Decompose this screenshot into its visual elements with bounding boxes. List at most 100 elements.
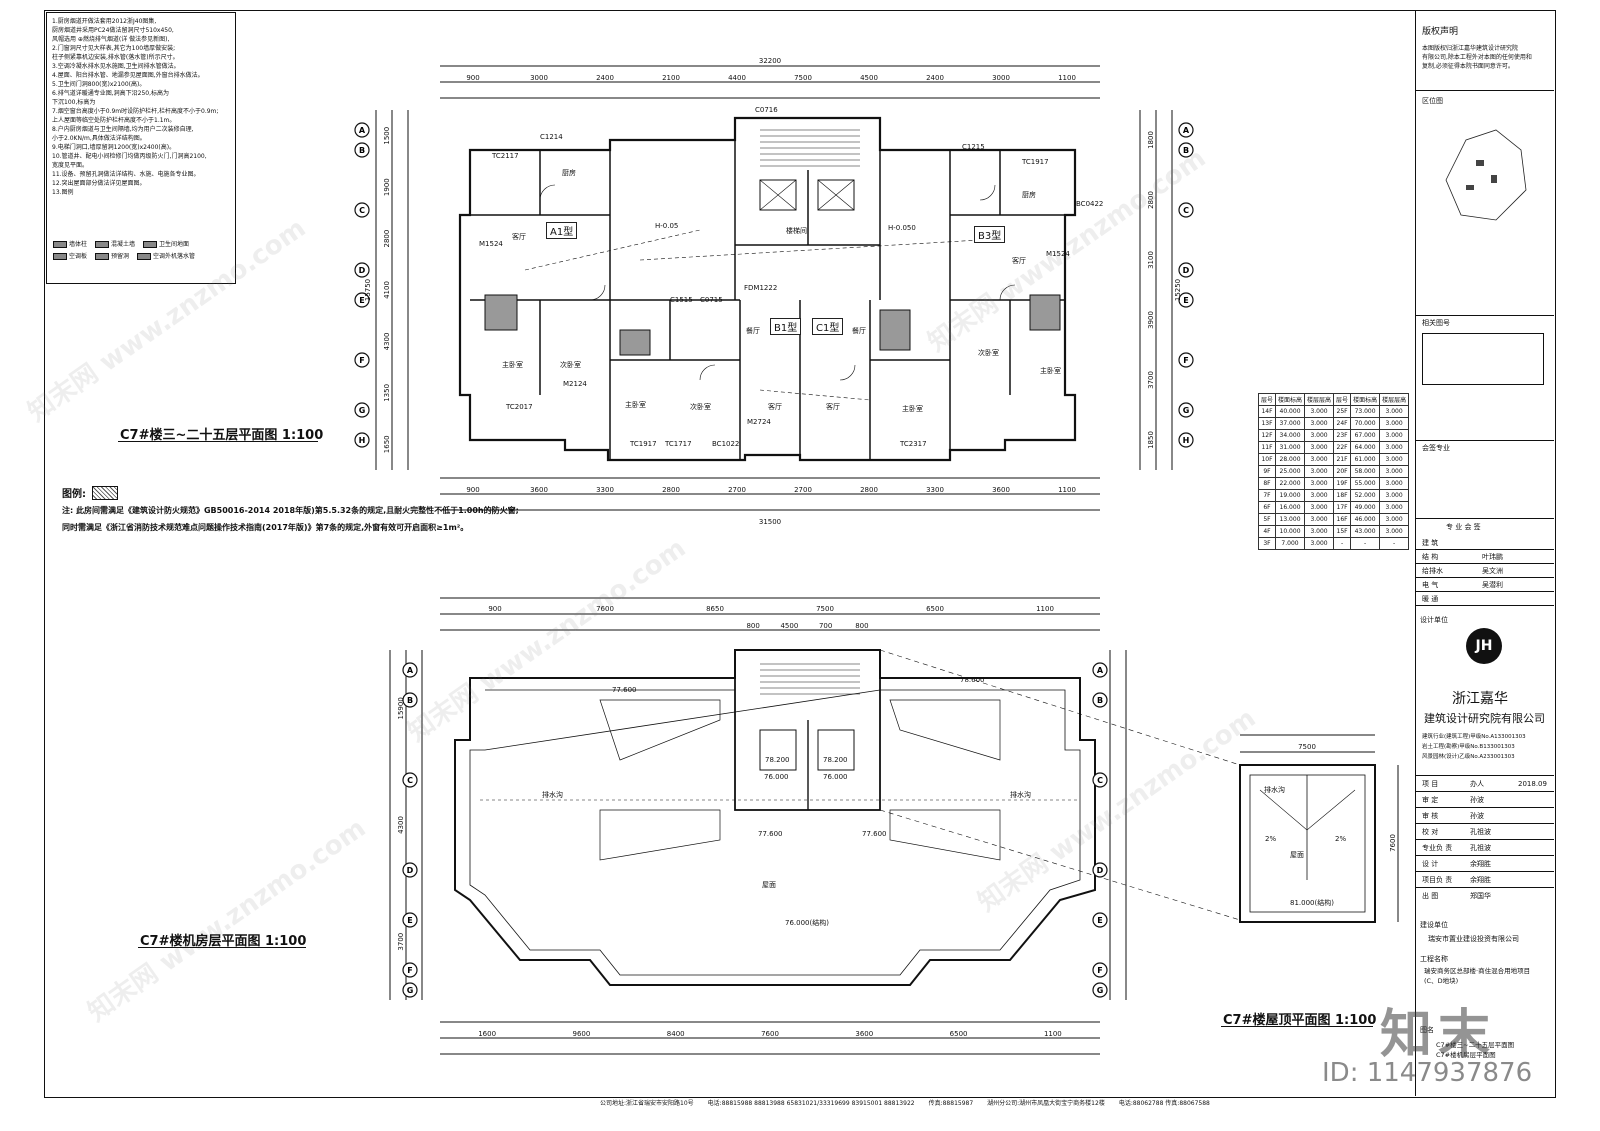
level-cell: 58.000 [1350, 465, 1381, 478]
grid-bubble [402, 962, 418, 978]
copyright-line: 有限公司,除本工程外对本图的任何使用和 [1422, 54, 1532, 61]
level-header: 楼面标高 [1350, 393, 1381, 406]
grid-bubble [1092, 662, 1108, 678]
dimension-label: 3700 [397, 933, 405, 951]
level-cell: 3.000 [1304, 525, 1335, 538]
grid-bubble-label: H [1183, 436, 1190, 445]
elevation-tag: 81.000(结构) [1290, 899, 1334, 907]
elevation-tag: 77.600 [758, 830, 783, 838]
grid-bubble-label: A [359, 126, 366, 135]
note-line: 宽度见平面。 [52, 162, 89, 169]
window-tag: TC2317 [900, 440, 927, 448]
footer-address: 公司地址:浙江省瑞安市安阳路10号 [600, 1100, 694, 1107]
dimension-label: 2400 [596, 74, 614, 82]
dimension-label: 900 [488, 605, 501, 613]
title-underline [138, 947, 306, 948]
note-line: 10.管道井、配电小间检修门均做丙级防火门,门洞高2100, [52, 153, 207, 160]
copyright-heading: 版权声明 [1422, 27, 1459, 37]
level-cell: 3.000 [1304, 429, 1335, 442]
dimension-label: 800 [855, 622, 868, 630]
grid-bubble-label: H [359, 436, 366, 445]
title-underline [118, 441, 318, 442]
dimension-label: 700 [819, 622, 832, 630]
level-cell: 6F [1257, 501, 1277, 514]
grid-bubble-label: D [1183, 266, 1190, 275]
dimension-label: 6500 [950, 1030, 968, 1038]
dimension-label: 3000 [992, 74, 1010, 82]
level-cell: 3.000 [1379, 405, 1410, 418]
level-header: 楼层层高 [1379, 393, 1410, 406]
certificate-line: 岩土工程(勘察)甲级No.B133001303 [1422, 744, 1515, 750]
dimension-label: 31500 [759, 518, 781, 526]
dimension-label: 1850 [1147, 431, 1155, 449]
dimension-label: 15250 [1174, 279, 1182, 301]
signature-role: 项目负 责 [1422, 875, 1453, 884]
countersign-name: 吴文洲 [1482, 566, 1503, 575]
elevation-tag: 76.000(结构) [785, 919, 829, 927]
room-label: 屋面 [762, 881, 776, 889]
level-cell: 13F [1257, 417, 1277, 430]
elevation-tag: 78.200 [823, 756, 848, 764]
dimension-label: 7500 [816, 605, 834, 613]
project-line: (C、D地块) [1424, 977, 1459, 985]
level-cell: 7.000 [1275, 537, 1306, 550]
room-label: 主卧室 [1040, 367, 1061, 375]
elevation-tag: H-0.050 [888, 224, 916, 232]
signature-role: 出 图 [1422, 891, 1439, 900]
signature-date: 2018.09 [1518, 779, 1547, 788]
dimension-label: 3600 [855, 1030, 873, 1038]
countersign-name: 吴潜利 [1482, 580, 1503, 589]
window-tag: C1515 [670, 296, 693, 304]
note-line: 11.设备、预留孔洞做法详结构、水施、电施各专业图。 [52, 171, 200, 178]
elevation-tag: H-0.05 [655, 222, 679, 230]
dimension-label: 15900 [397, 697, 405, 719]
dimension-label: 6500 [926, 605, 944, 613]
level-cell: 34.000 [1275, 429, 1306, 442]
signature-row: 审 核孙波 [1416, 807, 1554, 823]
level-cell: 3.000 [1379, 477, 1410, 490]
grid-bubble-label: C [359, 206, 365, 215]
dimension-label: 4100 [383, 281, 391, 299]
notes-list: 1.厨房烟道开做法套用2012浙J40图集, 厨房烟道井采用PC24做法留洞尺寸… [52, 17, 218, 197]
legend-item: 混凝土墙 [95, 240, 135, 249]
grid-bubble-label: D [1097, 866, 1104, 875]
room-label: 次卧室 [978, 349, 999, 357]
dimension-label: 3700 [1147, 371, 1155, 389]
grid-bubble [1178, 202, 1194, 218]
window-tag: M1524 [479, 240, 503, 248]
level-cell: 3.000 [1304, 453, 1335, 466]
level-cell: 55.000 [1350, 477, 1381, 490]
level-cell: 19F [1333, 477, 1352, 490]
note-line: 6.排气道详暖通专业图,洞高下沿250,标高为 [52, 90, 169, 97]
dimension-label: 4500 [860, 74, 878, 82]
level-header: 楼面标高 [1275, 393, 1306, 406]
level-cell: 24F [1333, 417, 1352, 430]
legend-note: 图例: 注: 此房间需满足《建筑设计防火规范》GB50016-2014 2018… [62, 485, 519, 533]
client-name: 瑞安市置业建设投资有限公司 [1428, 935, 1519, 943]
grid-bubble [354, 432, 370, 448]
level-cell: 3.000 [1304, 477, 1335, 490]
dimension-label: 1600 [478, 1030, 496, 1038]
room-label: 主卧室 [502, 361, 523, 369]
window-tag: TC1917 [1022, 158, 1049, 166]
level-cell: 25F [1333, 405, 1352, 418]
grid-bubble [1178, 402, 1194, 418]
certificate-line: 风景园林(设计)乙级No.A233001303 [1422, 754, 1515, 760]
window-tag: TC1717 [665, 440, 692, 448]
grid-bubble-label: G [1097, 986, 1104, 995]
footer-branch-phone: 电话:88062788 传真:88067588 [1118, 1100, 1210, 1107]
level-cell: 9F [1257, 465, 1277, 478]
grid-bubble-label: E [407, 916, 412, 925]
level-cell: 67.000 [1350, 429, 1381, 442]
level-cell: 3.000 [1379, 453, 1410, 466]
level-header: 层号 [1333, 393, 1352, 406]
dimension-label: 1650 [383, 435, 391, 453]
